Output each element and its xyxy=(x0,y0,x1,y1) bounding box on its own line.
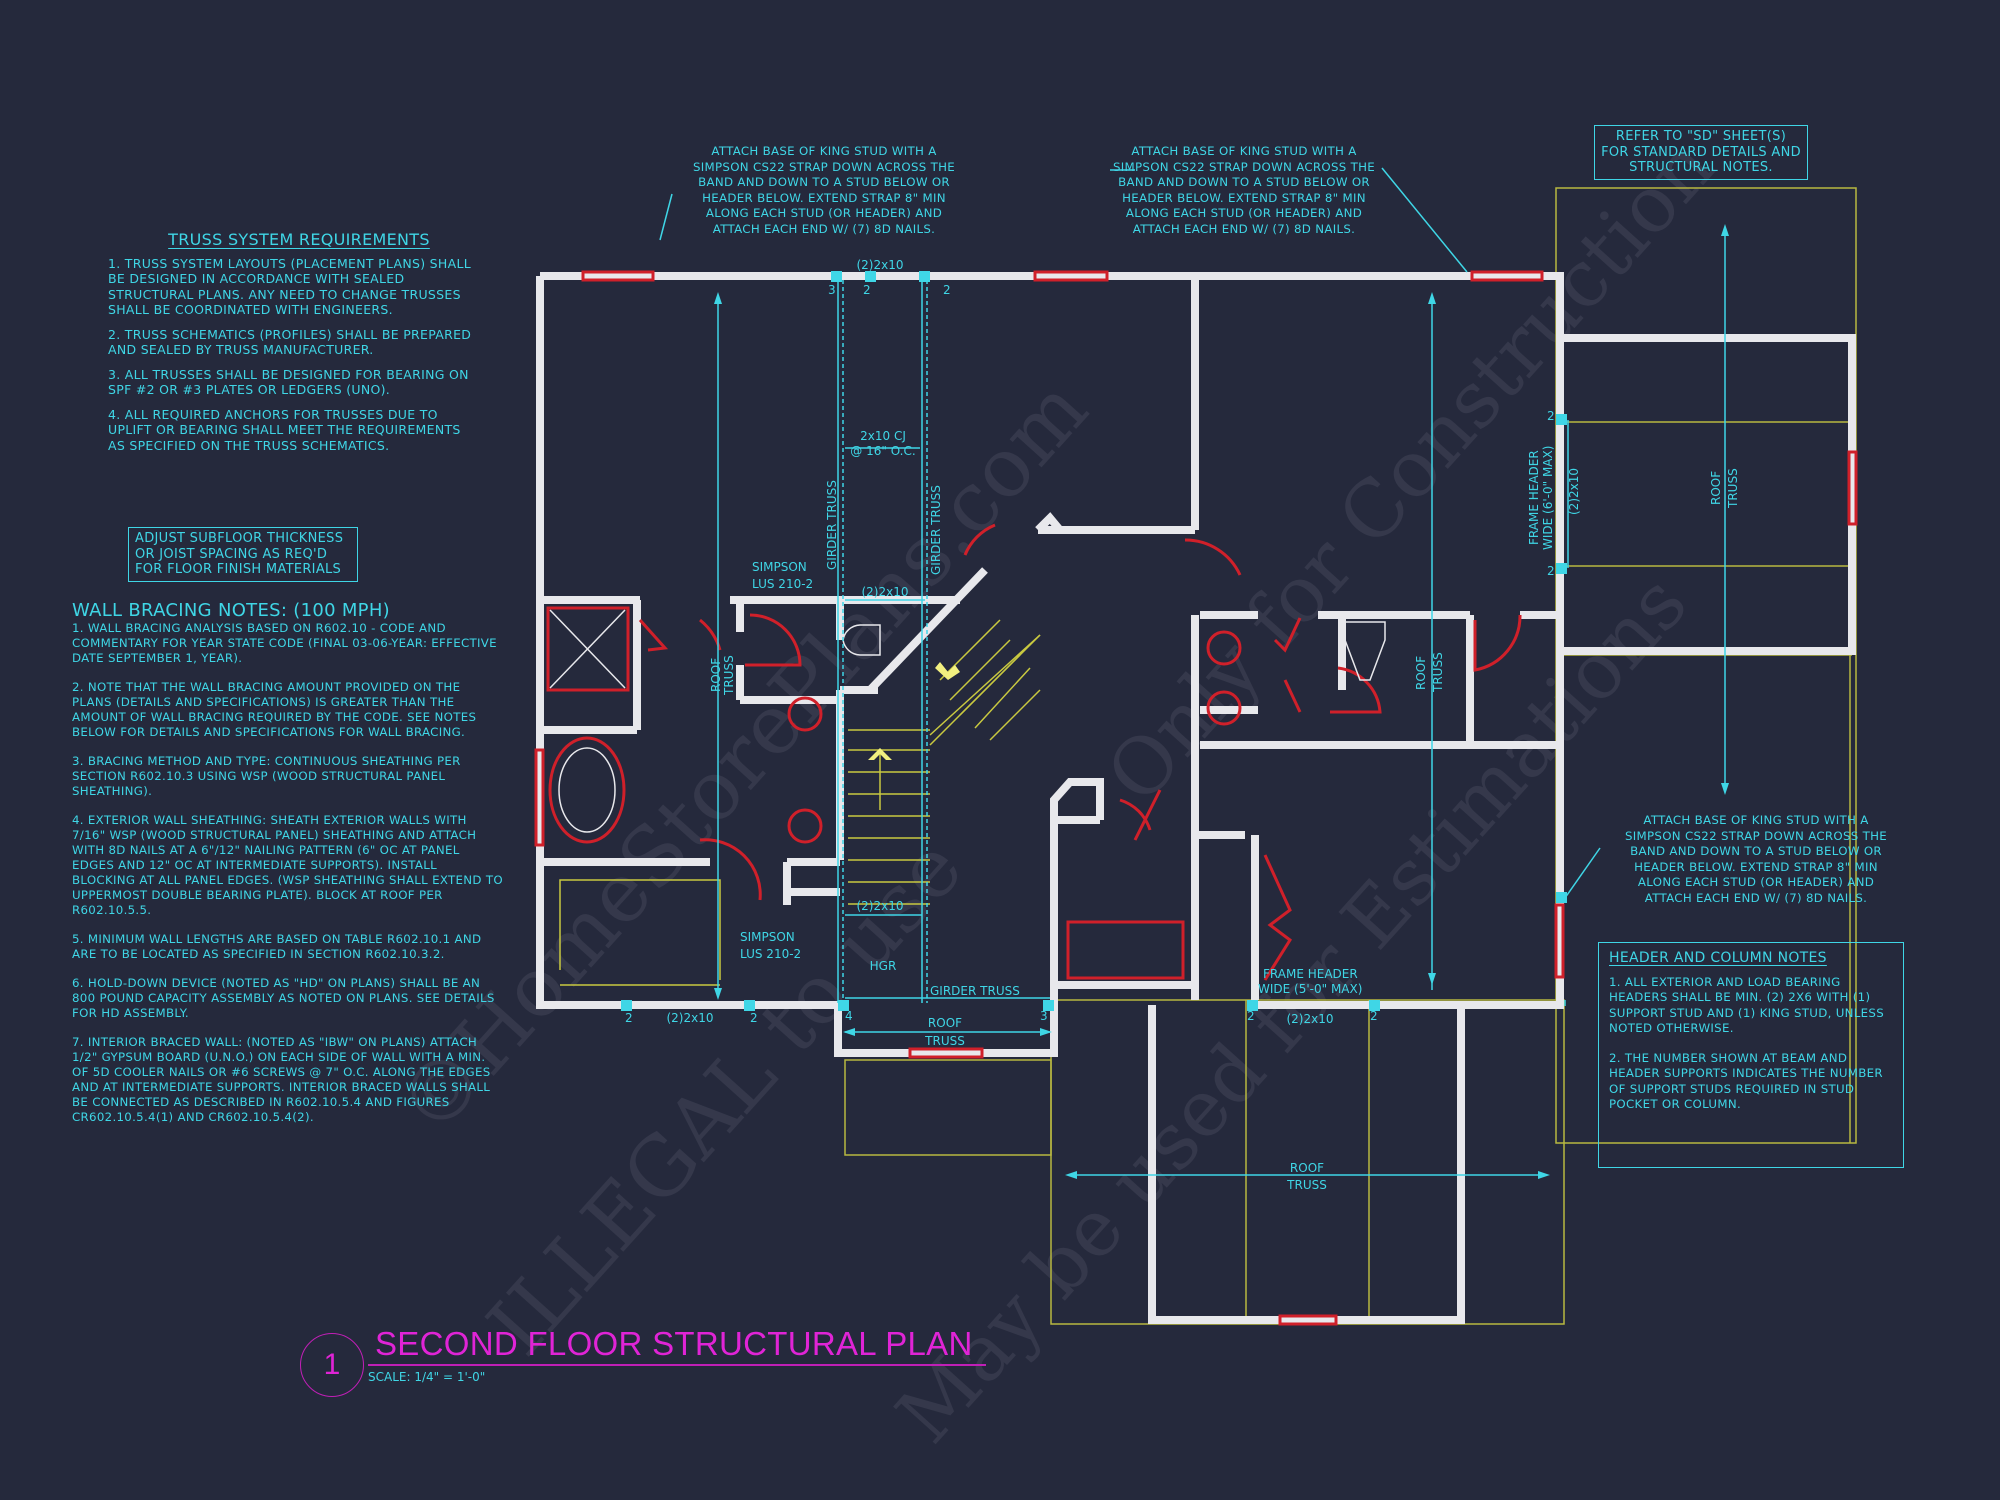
header-label: (2)2x10 xyxy=(666,1011,713,1025)
structural-lines xyxy=(659,167,1726,1176)
stud-markers xyxy=(621,271,1567,1011)
wall-bracing-note-6: 6. HOLD-DOWN DEVICE (NOTED AS "HD" ON PL… xyxy=(72,976,495,1020)
header-label: (2)2x10 xyxy=(856,899,903,913)
stud-count: 2 xyxy=(1547,564,1555,578)
wall-bracing-note-3: 3. BRACING METHOD AND TYPE: CONTINUOUS S… xyxy=(72,754,461,798)
truss-label: TRUSS xyxy=(1726,468,1740,509)
truss-note-2: 2. TRUSS SCHEMATICS (PROFILES) SHALL BE … xyxy=(108,326,472,358)
title-underline xyxy=(368,1364,986,1366)
truss-note-1: 1. TRUSS SYSTEM LAYOUTS (PLACEMENT PLANS… xyxy=(108,255,471,318)
hanger-label: LUS 210-2 xyxy=(752,577,813,591)
header-label: (2)2x10 xyxy=(1286,1012,1333,1026)
fixtures xyxy=(549,609,1386,833)
truss-label: TRUSS xyxy=(1431,652,1445,693)
subfloor-note-box: ADJUST SUBFLOOR THICKNESS OR JOIST SPACI… xyxy=(128,527,358,582)
king-stud-note-3: ATTACH BASE OF KING STUD WITH A SIMPSON … xyxy=(1620,813,1892,906)
king-stud-note-text: ATTACH BASE OF KING STUD WITH A SIMPSON … xyxy=(1112,144,1376,236)
header-label: (2)2x10 xyxy=(861,585,908,599)
roof-label: ROOF xyxy=(1709,471,1723,505)
stud-count: 3 xyxy=(1040,1009,1048,1023)
roof-label: ROOF xyxy=(709,658,723,692)
header-note-1: 1. ALL EXTERIOR AND LOAD BEARING HEADERS… xyxy=(1609,974,1884,1036)
stud-count: 2 xyxy=(863,283,871,297)
wall-bracing-note-2: 2. NOTE THAT THE WALL BRACING AMOUNT PRO… xyxy=(72,680,477,739)
king-stud-note-1: ATTACH BASE OF KING STUD WITH A SIMPSON … xyxy=(688,144,960,237)
wall-bracing-notes: WALL BRACING NOTES: (100 MPH) 1. WALL BR… xyxy=(72,600,504,1134)
wall-bracing-note-5: 5. MINIMUM WALL LENGTHS ARE BASED ON TAB… xyxy=(72,932,482,961)
header-column-notes-box: HEADER AND COLUMN NOTES 1. ALL EXTERIOR … xyxy=(1598,942,1904,1168)
girder-truss-label: GIRDER TRUSS xyxy=(930,984,1020,998)
stud-count: 2 xyxy=(1247,1009,1255,1023)
detail-number-bubble: 1 xyxy=(300,1333,364,1397)
arrowheads xyxy=(714,224,1729,1179)
frame-header-label: FRAME HEADER xyxy=(1263,967,1358,981)
sd-sheet-note-text: REFER TO "SD" SHEET(S) FOR STANDARD DETA… xyxy=(1601,129,1801,175)
openings xyxy=(534,270,1858,1326)
roof-label: ROOF xyxy=(928,1016,962,1030)
stud-count: 3 xyxy=(828,283,836,297)
ceiling-joist-spacing: @ 16" O.C. xyxy=(850,444,915,458)
stair-down-arrow xyxy=(935,662,960,680)
truss-note-4: 4. ALL REQUIRED ANCHORS FOR TRUSSES DUE … xyxy=(108,406,461,453)
truss-system-notes: TRUSS SYSTEM REQUIREMENTS 1. TRUSS SYSTE… xyxy=(108,232,480,462)
roof-outlines xyxy=(844,187,1857,1325)
wall-bracing-note-1: 1. WALL BRACING ANALYSIS BASED ON R602.1… xyxy=(72,621,497,665)
girder-truss-label: GIRDER TRUSS xyxy=(825,480,839,570)
drawing-scale: SCALE: 1/4" = 1'-0" xyxy=(368,1370,486,1384)
stud-count: 2 xyxy=(943,283,951,297)
header-note-2: 2. THE NUMBER SHOWN AT BEAM AND HEADER S… xyxy=(1609,1050,1883,1112)
wall-bracing-note-7: 7. INTERIOR BRACED WALL: (NOTED AS "IBW"… xyxy=(72,1035,491,1124)
ceiling-joist-label: 2x10 CJ xyxy=(860,429,906,443)
stud-count: 2 xyxy=(1370,1009,1378,1023)
wall-bracing-heading: WALL BRACING NOTES: (100 MPH) xyxy=(72,600,390,621)
truss-label: TRUSS xyxy=(722,655,736,696)
stud-count: 2 xyxy=(625,1011,633,1025)
stair-up-arrow xyxy=(868,748,892,760)
king-stud-note-text: ATTACH BASE OF KING STUD WITH A SIMPSON … xyxy=(692,144,956,236)
simpson-label: SIMPSON xyxy=(752,560,807,574)
wall-bracing-note-4: 4. EXTERIOR WALL SHEATHING: SHEATH EXTER… xyxy=(72,813,503,917)
roof-label: ROOF xyxy=(1414,656,1428,690)
king-stud-note-text: ATTACH BASE OF KING STUD WITH A SIMPSON … xyxy=(1624,813,1888,905)
hanger-label: LUS 210-2 xyxy=(740,947,801,961)
truss-label: TRUSS xyxy=(924,1034,965,1048)
truss-notes-heading: TRUSS SYSTEM REQUIREMENTS xyxy=(168,230,430,249)
frame-header-label: FRAME HEADER xyxy=(1527,450,1541,545)
stud-count: 2 xyxy=(1547,409,1555,423)
walls xyxy=(536,272,1856,1324)
sd-sheet-note-box: REFER TO "SD" SHEET(S) FOR STANDARD DETA… xyxy=(1594,125,1808,180)
simpson-label: SIMPSON xyxy=(740,930,795,944)
roof-label: ROOF xyxy=(1290,1161,1324,1175)
stairs xyxy=(559,619,1041,986)
truss-note-3: 3. ALL TRUSSES SHALL BE DESIGNED FOR BEA… xyxy=(108,366,469,398)
header-label: (2)2x10 xyxy=(1567,468,1581,515)
stud-count: 2 xyxy=(750,1011,758,1025)
king-stud-note-2: ATTACH BASE OF KING STUD WITH A SIMPSON … xyxy=(1108,144,1380,237)
girder-truss-label: GIRDER TRUSS xyxy=(929,485,943,575)
stud-count: 4 xyxy=(845,1009,853,1023)
frame-header-width: WIDE (5'-0" MAX) xyxy=(1258,982,1362,996)
header-notes-heading: HEADER AND COLUMN NOTES xyxy=(1609,950,1827,966)
truss-label: TRUSS xyxy=(1286,1178,1327,1192)
header-label-top: (2)2x10 xyxy=(856,258,903,272)
frame-header-width: WIDE (6'-0" MAX) xyxy=(1541,446,1555,550)
drawing-title: SECOND FLOOR STRUCTURAL PLAN xyxy=(375,1325,973,1362)
hanger-label: HGR xyxy=(870,959,897,973)
subfloor-note-text: ADJUST SUBFLOOR THICKNESS OR JOIST SPACI… xyxy=(135,531,344,577)
